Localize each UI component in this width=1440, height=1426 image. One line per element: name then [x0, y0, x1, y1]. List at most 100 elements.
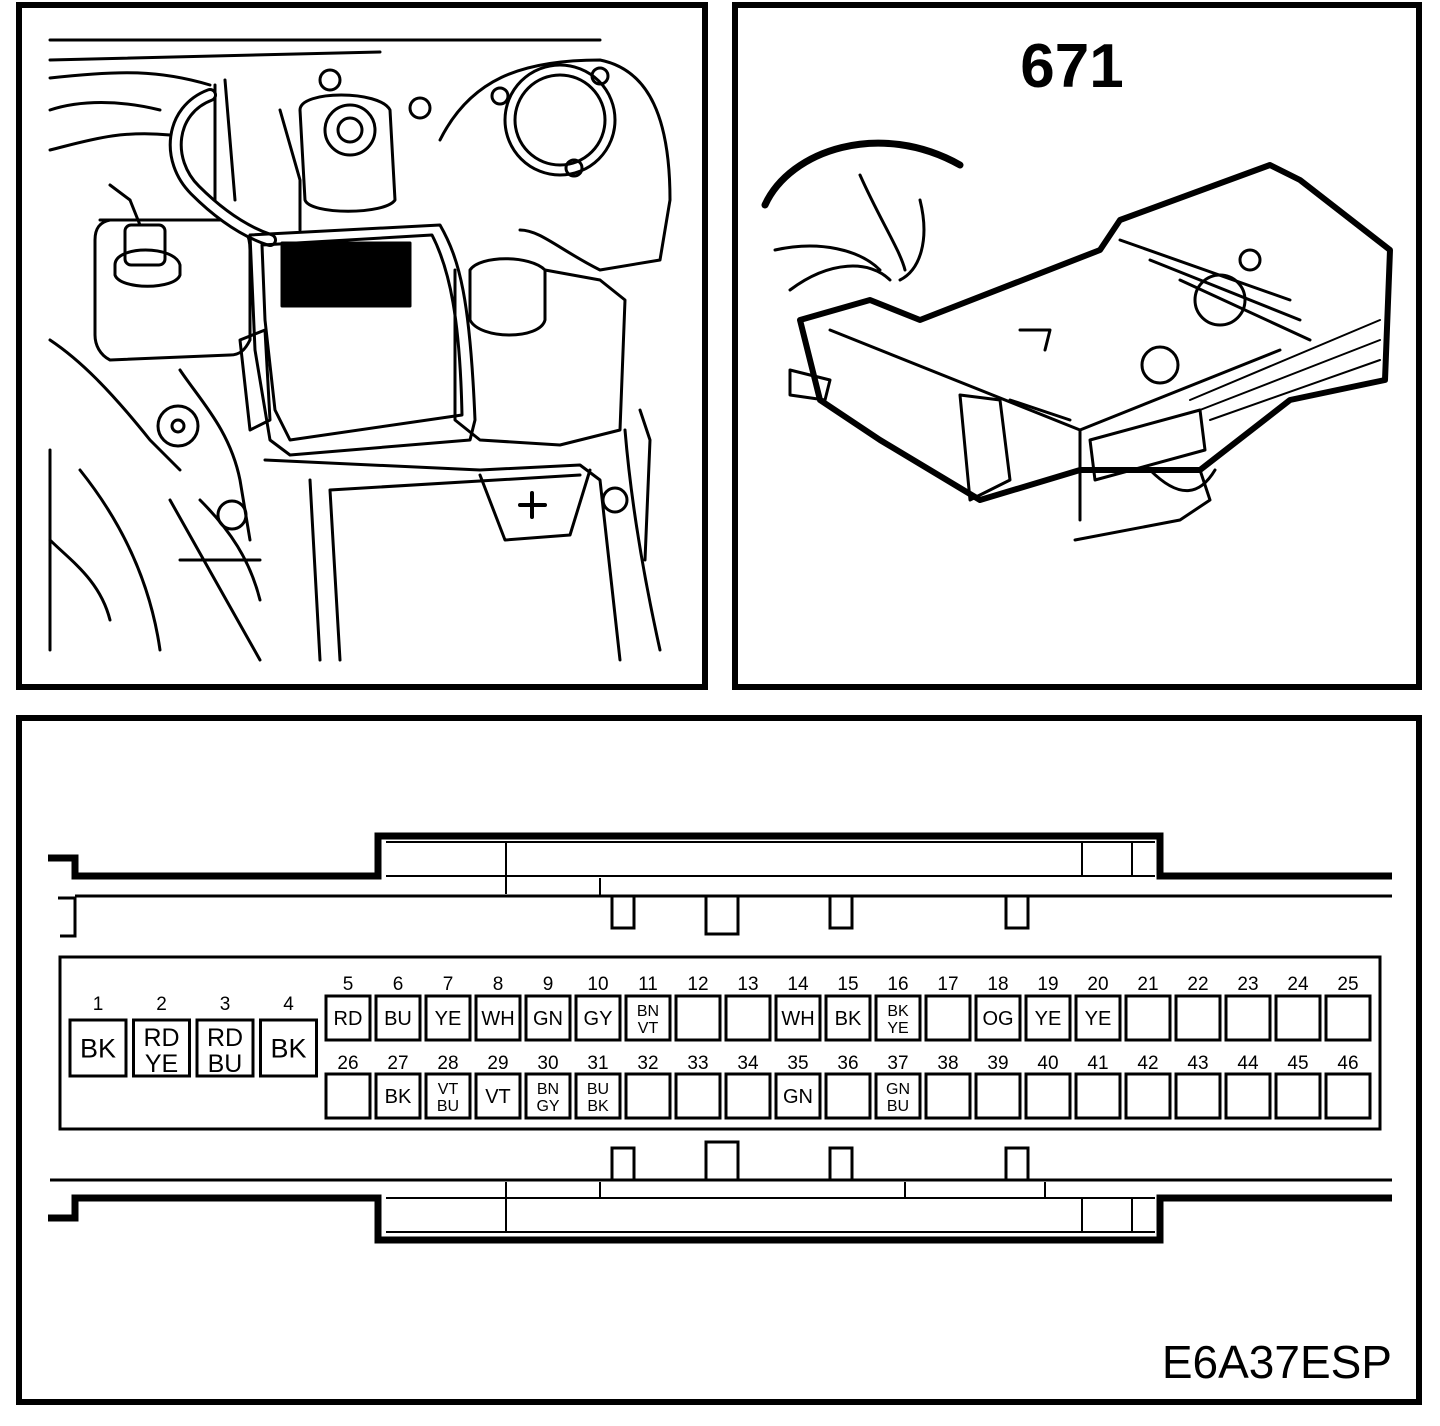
pin-box	[1224, 1072, 1272, 1120]
pin-cavity: 7YE	[424, 974, 472, 1042]
pin-box	[624, 1072, 672, 1120]
pin-cavity: 25	[1324, 974, 1372, 1042]
pin-box	[1124, 994, 1172, 1042]
pin-box	[674, 994, 722, 1042]
pin-cavity: 24	[1274, 974, 1322, 1042]
pin-box	[324, 1072, 372, 1120]
pin-box	[374, 994, 422, 1042]
pin-box	[474, 1072, 522, 1120]
pin-cavity: 46	[1324, 1053, 1372, 1120]
pin-number: 19	[1037, 974, 1058, 995]
wire-color: BK	[887, 1003, 909, 1020]
wire-color: BK	[385, 1086, 412, 1108]
pin-number: 40	[1037, 1053, 1058, 1074]
pin-number: 11	[638, 974, 658, 995]
pin-number: 13	[737, 974, 758, 995]
pin-cavity: 17	[924, 974, 972, 1042]
pin-cavity: 12	[674, 974, 722, 1042]
top-right-panel	[732, 2, 1422, 690]
pin-box	[924, 994, 972, 1042]
pin-number: 10	[587, 974, 608, 995]
pin-number: 21	[1137, 974, 1158, 995]
pin-box	[1074, 1072, 1122, 1120]
pin-box	[974, 1072, 1022, 1120]
wire-color: YE	[1035, 1008, 1062, 1030]
wire-color: OG	[982, 1008, 1013, 1030]
pin-number: 9	[543, 974, 554, 995]
pin-box	[68, 1018, 128, 1078]
pin-box	[774, 1072, 822, 1120]
pin-box	[132, 1018, 191, 1078]
pin-number: 14	[787, 974, 809, 995]
pin-box	[424, 1072, 472, 1120]
pin-box	[624, 994, 672, 1042]
pin-number: 8	[493, 974, 504, 995]
pin-box	[574, 994, 622, 1042]
pin-box	[824, 1072, 872, 1120]
pin-box	[259, 1018, 318, 1078]
wire-color: BN	[637, 1003, 659, 1020]
wire-color: GY	[584, 1008, 613, 1030]
pin-box	[195, 1018, 255, 1078]
pin-number: 46	[1337, 1053, 1358, 1074]
pin-number: 3	[220, 994, 231, 1015]
pin-number: 25	[1337, 974, 1358, 995]
pin-number: 16	[887, 974, 908, 995]
pin-number: 32	[637, 1053, 658, 1074]
wire-color: RD	[143, 1024, 179, 1052]
pin-number: 38	[937, 1053, 958, 1074]
wire-color: YE	[435, 1008, 462, 1030]
pin-cavity: 4BK	[259, 994, 318, 1078]
wire-color: BK	[587, 1098, 609, 1115]
wire-color: VT	[438, 1081, 459, 1098]
pin-cavity: 26	[324, 1053, 372, 1120]
connector-panel	[16, 715, 1422, 1405]
pin-number: 17	[937, 974, 958, 995]
pin-number: 35	[787, 1053, 808, 1074]
pin-box	[1274, 994, 1322, 1042]
wire-color: BU	[887, 1098, 909, 1115]
component-number: 671	[1020, 32, 1123, 101]
pin-number: 6	[393, 974, 404, 995]
pin-cavity: 40	[1024, 1053, 1072, 1120]
pin-number: 24	[1287, 974, 1309, 995]
wire-color: BU	[384, 1008, 412, 1030]
pin-cavity: 43	[1174, 1053, 1222, 1120]
wire-color: VT	[485, 1086, 511, 1108]
pin-box	[574, 1072, 622, 1120]
wire-color: RD	[334, 1008, 363, 1030]
pin-box	[374, 1072, 422, 1120]
pin-number: 30	[537, 1053, 558, 1074]
pin-number: 4	[283, 994, 294, 1015]
pin-number: 1	[93, 994, 104, 1015]
pin-box	[424, 994, 472, 1042]
pin-cavity: 39	[974, 1053, 1022, 1120]
wire-color: WH	[781, 1008, 814, 1030]
pin-cavity: 22	[1174, 974, 1222, 1042]
pin-box	[874, 994, 922, 1042]
pin-number: 44	[1237, 1053, 1259, 1074]
pin-box	[824, 994, 872, 1042]
pin-box	[474, 994, 522, 1042]
pin-number: 2	[156, 994, 167, 1015]
pin-box	[524, 994, 572, 1042]
pin-box	[974, 994, 1022, 1042]
pin-number: 41	[1087, 1053, 1108, 1074]
pin-box	[774, 994, 822, 1042]
wire-color: GY	[536, 1098, 559, 1115]
pin-box	[324, 994, 372, 1042]
wire-color: BU	[587, 1081, 609, 1098]
pin-box	[924, 1072, 972, 1120]
wire-color: BU	[208, 1050, 243, 1078]
